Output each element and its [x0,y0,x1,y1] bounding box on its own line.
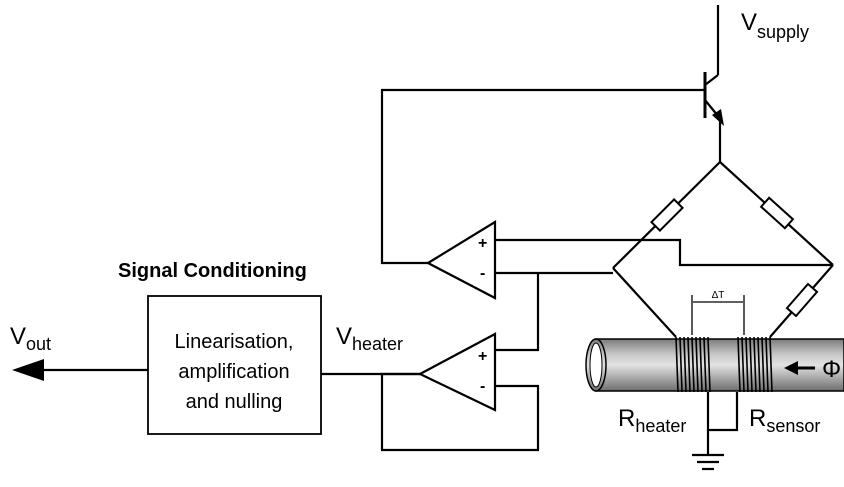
op-amp-lower [417,332,497,412]
sensor-coil [737,336,773,393]
delta-t-marker [691,295,745,335]
transistor-icon [703,5,724,162]
op-amp-upper-minus: - [480,265,485,282]
v-supply-label: Vsupply [741,9,809,42]
resistor-lower-right [785,282,819,318]
pipe [585,338,844,392]
block-line-3: and nulling [186,391,283,413]
heater-coil [675,336,711,393]
signal-conditioning-title: Signal Conditioning [118,260,307,282]
resistor-upper-right [759,196,795,230]
r-heater-label: Rheater [618,405,686,436]
op-amp-lower-minus: - [480,378,485,395]
r-sensor-label: Rsensor [749,405,820,436]
op-amp-upper-plus: + [478,235,487,252]
signal-conditioning-box [147,295,322,435]
flow-symbol: Φ [822,356,841,383]
delta-t-label: ΔT [712,290,725,301]
v-heater-label: Vheater [336,323,403,354]
op-amp-lower-plus: + [478,348,487,365]
op-amp-upper [425,220,497,300]
v-out-label: Vout [10,323,51,354]
ground-connection [692,392,739,471]
block-line-2: amplification [178,361,289,383]
wiring [40,88,833,452]
block-line-1: Linearisation, [175,331,294,353]
resistor-upper-left [650,198,684,232]
flow-arrow-icon [784,361,815,375]
output-arrow-icon [12,359,44,381]
